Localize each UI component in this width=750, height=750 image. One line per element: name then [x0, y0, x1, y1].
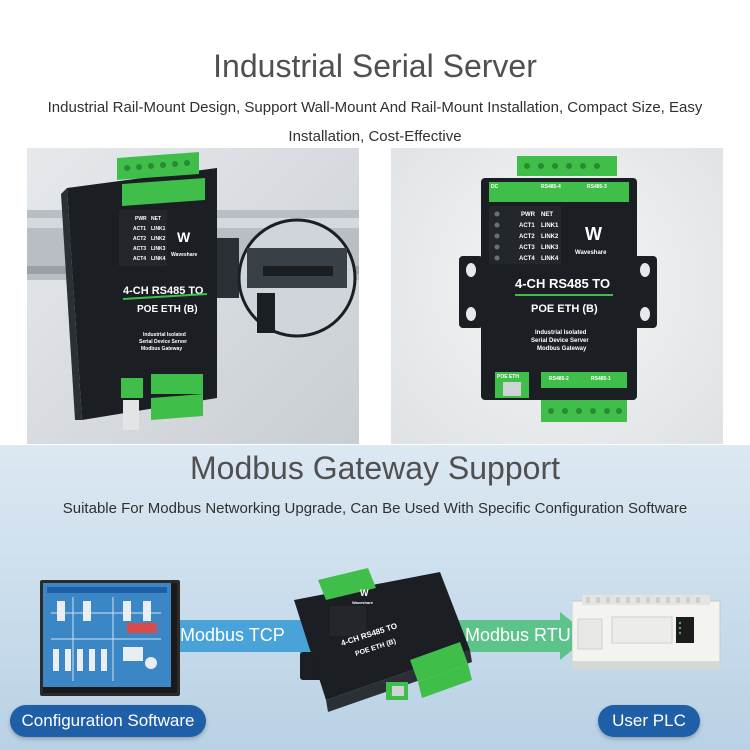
mount-ear-right	[633, 256, 657, 328]
svg-text:RS485-4: RS485-4	[541, 184, 561, 190]
brand-text-left: Waveshare	[171, 252, 197, 258]
mount-ear-left	[459, 256, 483, 328]
center-terminal-bottom	[410, 642, 468, 682]
brand-text-right: Waveshare	[575, 250, 607, 256]
led-indicators-left: PWR NET ACT1 LINK1 ACT2 LINK2 ACT3 LINK3…	[119, 210, 167, 266]
svg-text:LINK4: LINK4	[541, 256, 559, 262]
center-terminal-top	[318, 568, 376, 600]
config-software-monitor	[40, 580, 180, 696]
waveshare-logo-icon: W	[177, 229, 191, 245]
modbus-rtu-label: Modbus RTU	[465, 625, 571, 645]
section1-subtitle-line2: Installation, Cost-Effective	[288, 128, 462, 145]
svg-text:LINK3: LINK3	[151, 246, 166, 252]
svg-text:Modbus Gateway: Modbus Gateway	[537, 346, 587, 352]
modbus-tcp-label: Modbus TCP	[180, 625, 285, 645]
waveshare-logo-icon: W	[360, 588, 369, 598]
wall-mount-illustration: DC RS485-4 RS485-3 PWR NET ACT1 LINK1 AC…	[459, 156, 657, 422]
svg-text:RS485-2: RS485-2	[549, 376, 569, 382]
svg-text:RS485-3: RS485-3	[587, 184, 607, 190]
terminal-block-bottom-right	[541, 400, 627, 422]
svg-text:DC: DC	[491, 184, 499, 190]
section2-title: Modbus Gateway Support	[190, 450, 560, 486]
svg-text:POE ETH: POE ETH	[497, 374, 519, 380]
rail-mount-photo: PWR NET ACT1 LINK1 ACT2 LINK2 ACT3 LINK3…	[27, 148, 359, 444]
svg-text:PWR: PWR	[521, 212, 536, 218]
device-title-line1-left: 4-CH RS485 TO	[123, 285, 204, 297]
user-plc-device	[572, 595, 721, 669]
svg-text:LINK2: LINK2	[541, 234, 559, 240]
scada-screen	[43, 583, 171, 687]
svg-text:LINK3: LINK3	[541, 245, 559, 251]
svg-text:Serial Device Server: Serial Device Server	[139, 339, 187, 345]
modbus-rtu-arrow	[440, 612, 590, 660]
rail-mount-illustration: PWR NET ACT1 LINK1 ACT2 LINK2 ACT3 LINK3…	[27, 152, 359, 430]
svg-text:Industrial Isolated: Industrial Isolated	[535, 330, 587, 336]
svg-text:ACT3: ACT3	[519, 245, 535, 251]
ethernet-cable	[123, 400, 139, 430]
section1-subtitle-line1: Industrial Rail-Mount Design, Support Wa…	[47, 99, 703, 116]
svg-text:RS485-1: RS485-1	[591, 376, 611, 382]
device-title-line1-right: 4-CH RS485 TO	[515, 276, 610, 291]
configuration-software-label: Configuration Software	[10, 705, 206, 737]
device-title-line2-left: POE ETH (B)	[137, 304, 198, 315]
wall-mount-photo: DC RS485-4 RS485-3 PWR NET ACT1 LINK1 AC…	[391, 148, 723, 444]
device-body-left	[67, 168, 217, 420]
terminal-block-bottom	[151, 394, 203, 420]
svg-text:Serial Device Server: Serial Device Server	[531, 338, 589, 344]
svg-text:LINK2: LINK2	[151, 236, 166, 242]
terminal-block-top	[117, 152, 199, 180]
svg-text:LINK4: LINK4	[151, 256, 166, 262]
connection-arrows	[160, 612, 590, 660]
section1-subtitle: Industrial Rail-Mount Design, Support Wa…	[0, 93, 750, 151]
svg-text:ACT4: ACT4	[519, 256, 535, 262]
section2-subtitle: Suitable For Modbus Networking Upgrade, …	[62, 500, 688, 517]
user-plc-label: User PLC	[598, 705, 700, 737]
svg-text:Industrial Isolated: Industrial Isolated	[143, 332, 186, 338]
center-device: W Waveshare 4-CH RS485 TO POE ETH (B)	[294, 568, 472, 712]
svg-text:NET: NET	[541, 212, 553, 218]
svg-text:ACT4: ACT4	[133, 256, 146, 262]
device-title-line2-right: POE ETH (B)	[531, 303, 598, 315]
center-device-body	[294, 572, 470, 700]
section1-title: Industrial Serial Server	[213, 48, 537, 84]
svg-text:NET: NET	[151, 216, 161, 222]
svg-text:ACT1: ACT1	[133, 226, 146, 232]
svg-text:LINK1: LINK1	[541, 223, 559, 229]
modbus-tcp-arrow	[160, 612, 328, 660]
svg-text:Modbus Gateway: Modbus Gateway	[141, 346, 182, 352]
svg-text:ACT3: ACT3	[133, 246, 146, 252]
svg-text:ACT2: ACT2	[133, 236, 146, 242]
svg-text:ACT2: ACT2	[519, 234, 535, 240]
led-indicators-right: PWR NET ACT1 LINK1 ACT2 LINK2 ACT3 LINK3…	[489, 206, 561, 264]
center-brand-text: Waveshare	[352, 600, 374, 605]
svg-text:ACT1: ACT1	[519, 223, 535, 229]
waveshare-logo-icon: W	[585, 224, 602, 244]
svg-text:LINK1: LINK1	[151, 226, 166, 232]
svg-text:PWR: PWR	[135, 216, 147, 222]
